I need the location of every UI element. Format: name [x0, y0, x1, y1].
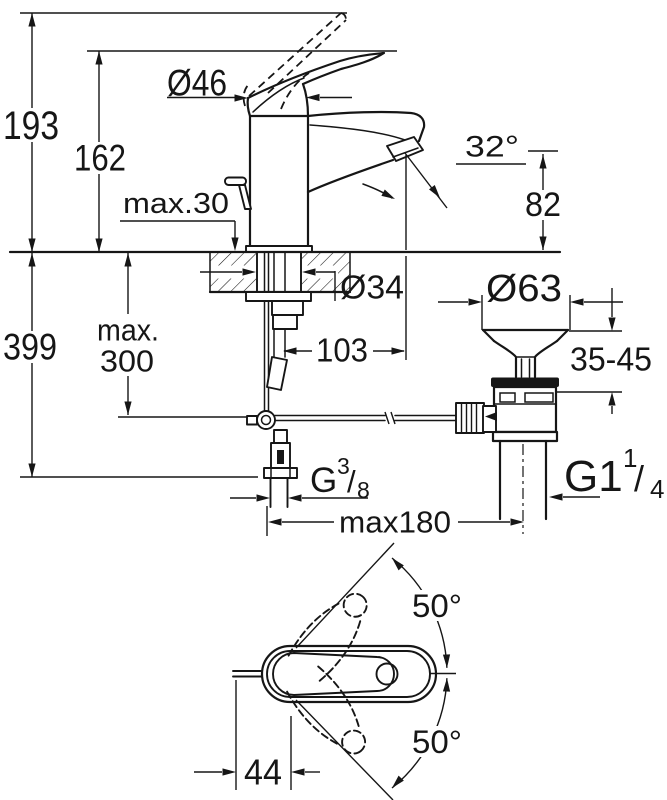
label-supply-thread-slash: / [347, 464, 356, 499]
label-rod-depth-1: max. [97, 313, 159, 348]
label-supply-thread-den: 8 [357, 477, 370, 503]
supply-valve [263, 429, 298, 508]
dim-depth-total: 399 [3, 252, 258, 478]
lever-raised-dashed [242, 12, 347, 110]
label-outlet-height: 82 [525, 186, 561, 224]
dim-handle-width: Ø46 [167, 63, 352, 104]
aerator [386, 136, 424, 162]
dim-clamping-range: 35-45 [557, 288, 652, 414]
top-view: 50° 50° 44 [194, 542, 464, 800]
label-waste-thread-num: 1 [623, 443, 637, 473]
dim-waste-flange-dia: Ø63 [438, 268, 623, 330]
supply-stub-top [232, 670, 263, 678]
dim-aerator-angle: 32° [404, 131, 526, 360]
dim-rod-reach: max180 [266, 505, 524, 540]
pull-rod-knob [224, 176, 252, 210]
handle-button [375, 662, 399, 686]
label-depth-total: 399 [3, 327, 57, 368]
dim-swing-angles: 50° 50° [295, 542, 464, 800]
label-rod-depth-2: 300 [100, 344, 154, 379]
dim-height-handle: 162 [73, 50, 397, 252]
label-aerator-angle: 32° [465, 131, 519, 164]
rod-adjust-nut [455, 402, 497, 434]
label-swing-lower: 50° [412, 724, 462, 760]
label-axis-offset: 44 [244, 752, 282, 793]
label-height-handle: 162 [74, 138, 126, 179]
dim-supply-thread: G 3 / 8 [230, 453, 370, 503]
label-clamping-range: 35-45 [570, 341, 652, 378]
label-deck-thickness: max.30 [123, 188, 229, 220]
label-supply-thread-g: G [310, 461, 337, 500]
popup-waste [455, 328, 570, 534]
dim-deck-thickness: max.30 [120, 188, 239, 251]
dim-hole-dia: Ø34 [200, 268, 404, 306]
label-supply-thread-num: 3 [337, 453, 350, 479]
dim-spout-reach: 103 [283, 332, 405, 369]
popup-rod-linkage [246, 410, 457, 430]
label-handle-width: Ø46 [167, 63, 227, 104]
dim-waste-thread: G1 1 / 4 [549, 443, 664, 504]
label-spout-reach: 103 [316, 332, 368, 369]
dim-rod-depth: max. 300 [97, 253, 247, 418]
spout [306, 110, 426, 143]
label-waste-thread-g: G1 [564, 452, 623, 501]
lever-handle [246, 51, 386, 100]
label-waste-flange-dia: Ø63 [486, 268, 562, 310]
under-deck-assembly [245, 251, 457, 508]
label-waste-thread-slash: / [634, 458, 644, 499]
label-swing-upper: 50° [412, 588, 462, 624]
dim-height-total: 193 [3, 12, 347, 252]
dim-axis-offset: 44 [194, 680, 320, 793]
dim-outlet-height: 82 [525, 150, 562, 250]
label-waste-thread-den: 4 [650, 474, 664, 504]
label-rod-reach: max180 [339, 505, 451, 540]
label-hole-dia: Ø34 [340, 269, 404, 306]
label-height-total: 193 [3, 104, 59, 148]
faucet-body [224, 12, 426, 253]
front-view: 193 162 Ø46 max.30 32° [3, 12, 664, 540]
